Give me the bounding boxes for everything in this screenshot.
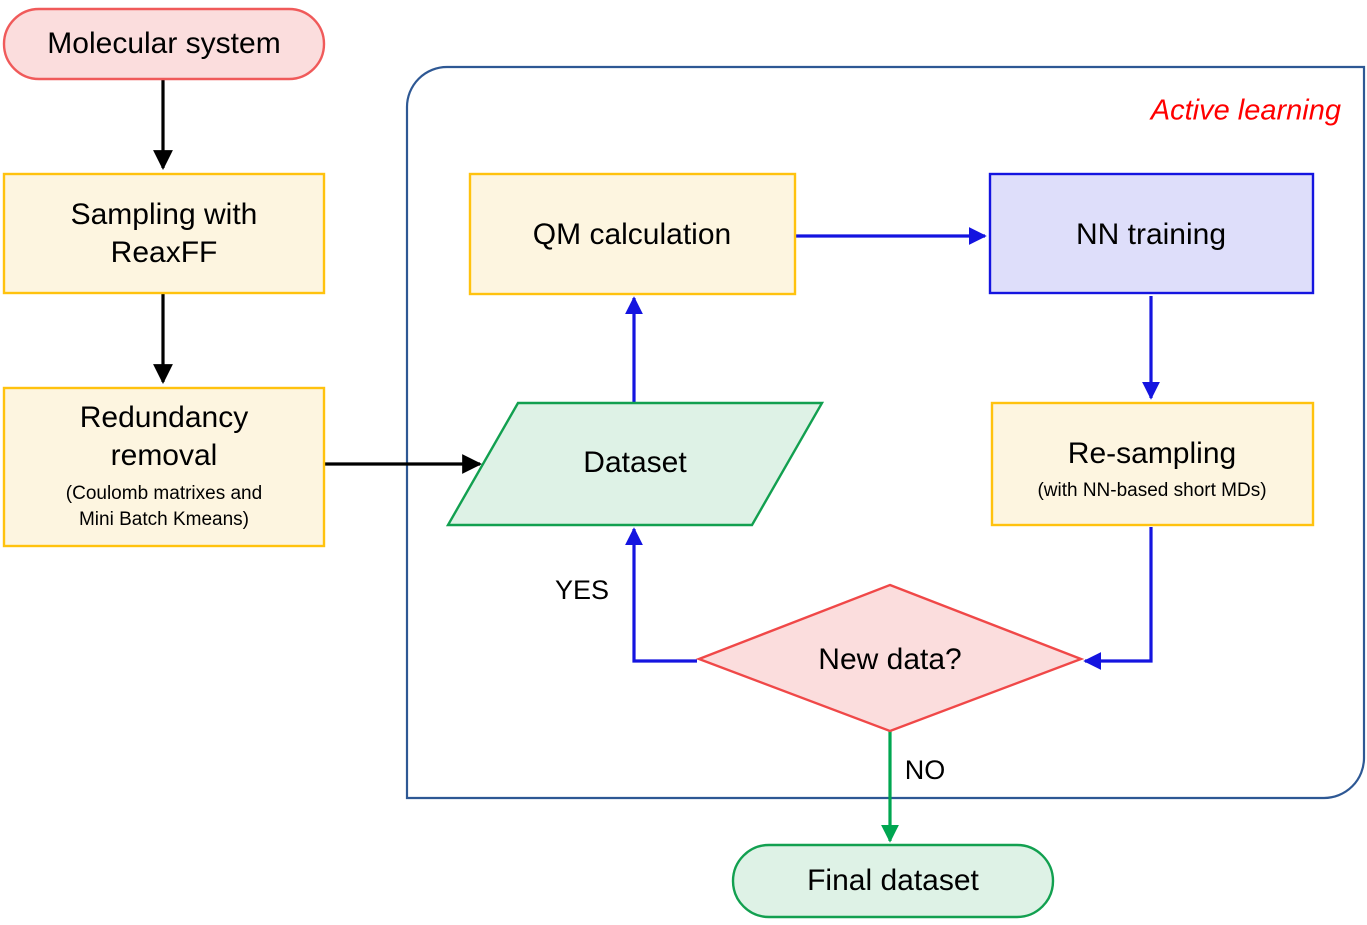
redundancy-removal-shape[interactable] [2,386,326,548]
redundancy-removal-sub-line2: Mini Batch Kmeans) [79,509,249,530]
node-final-dataset[interactable]: Final dataset [731,843,1055,919]
node-sampling-reaxff[interactable]: Sampling with ReaxFF [2,172,326,295]
active-learning-frame [405,65,1366,800]
new-data-decision-shape[interactable] [695,583,1085,733]
molecular-system-shape[interactable] [2,7,326,81]
redundancy-removal-sub-line1: (Coulomb matrixes and [66,483,262,504]
re-sampling-sub-line1: (with NN-based short MDs) [1037,480,1266,501]
sampling-reaxff-shape[interactable] [2,172,326,295]
sampling-reaxff-label-line1: Sampling with [71,198,258,231]
redundancy-removal-label-line1: Redundancy [80,401,248,434]
re-sampling-label: Re-sampling [1068,437,1236,470]
final-dataset-shape[interactable] [731,843,1055,919]
node-redundancy-removal[interactable]: Redundancy removal (Coulomb matrixes and… [2,386,326,548]
nn-training-shape[interactable] [988,172,1315,295]
node-molecular-system[interactable]: Molecular system [2,7,326,81]
nn-training-label: NN training [1076,218,1226,251]
edges-layer: YES NO [153,79,1160,843]
molecular-system-label: Molecular system [47,27,280,60]
edge-decision-yes-to-dataset [625,527,697,663]
active-learning-group: Active learning [405,65,1366,800]
sampling-reaxff-label-line2: ReaxFF [111,236,218,269]
node-dataset[interactable]: Dataset [445,401,825,527]
re-sampling-shape[interactable] [990,401,1315,527]
node-nn-training[interactable]: NN training [988,172,1315,295]
qm-calculation-label: QM calculation [533,218,731,251]
final-dataset-label: Final dataset [807,864,979,897]
redundancy-removal-label-line2: removal [111,439,218,472]
edge-label-no: NO [905,755,946,785]
node-re-sampling[interactable]: Re-sampling (with NN-based short MDs) [990,401,1315,527]
active-learning-label: Active learning [1149,95,1341,127]
node-qm-calculation[interactable]: QM calculation [468,172,797,296]
qm-calculation-shape[interactable] [468,172,797,296]
dataset-shape[interactable] [445,401,825,527]
edge-label-yes: YES [555,575,609,605]
new-data-decision-label: New data? [818,643,961,676]
edge-resampling-to-decision [1083,527,1153,670]
node-new-data-decision[interactable]: New data? [695,583,1085,733]
dataset-label: Dataset [583,446,687,479]
